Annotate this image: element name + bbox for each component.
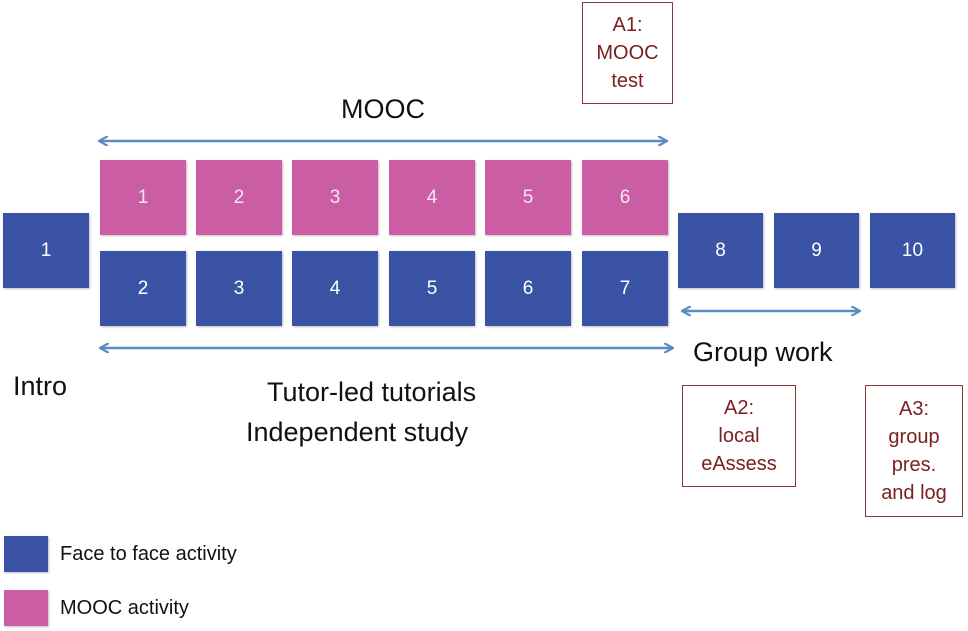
assessment-line: eAssess xyxy=(701,453,777,475)
week-number: 10 xyxy=(901,239,924,261)
week-number: 8 xyxy=(715,239,726,261)
assessment-a3: A3: group pres. and log xyxy=(865,385,963,517)
tutorial-week-box: 6 xyxy=(485,251,571,326)
mooc-week-box: 4 xyxy=(389,160,475,235)
tutorial-week-box: 3 xyxy=(196,251,282,326)
mooc-week-box: 3 xyxy=(292,160,378,235)
assessment-line: MOOC xyxy=(596,42,659,64)
week-number: 6 xyxy=(522,277,534,299)
tutorial-caption-line2: Independent study xyxy=(246,417,469,447)
assessment-line: A2: xyxy=(723,397,755,419)
week-number: 1 xyxy=(40,239,52,261)
assessment-line: and log xyxy=(881,482,947,504)
group-week-box: 8 xyxy=(678,213,763,288)
week-number: 2 xyxy=(137,277,149,299)
group-week-box: 9 xyxy=(774,213,859,288)
mooc-week-box: 6 xyxy=(582,160,668,235)
mooc-title: MOOC xyxy=(341,94,425,124)
group-week-box: 10 xyxy=(870,213,955,288)
legend-swatch-face-to-face xyxy=(4,536,48,572)
intro-week-box: 1 xyxy=(3,213,89,288)
tutorial-week-box: 7 xyxy=(582,251,668,326)
tutorial-week-box: 5 xyxy=(389,251,475,326)
assessment-line: test xyxy=(611,70,644,92)
assessment-a1: A1: MOOC test xyxy=(582,2,673,104)
assessment-line: local xyxy=(718,425,760,447)
week-number: 5 xyxy=(522,186,534,208)
week-number: 9 xyxy=(811,239,822,261)
legend-label-face-to-face: Face to face activity xyxy=(60,543,237,565)
week-number: 3 xyxy=(329,186,341,208)
mooc-week-box: 2 xyxy=(196,160,282,235)
legend-swatch-mooc xyxy=(4,590,48,626)
week-number: 6 xyxy=(619,186,631,208)
tutorial-week-box: 2 xyxy=(100,251,186,326)
mooc-week-box: 5 xyxy=(485,160,571,235)
assessment-a2: A2: local eAssess xyxy=(682,385,796,487)
tutorial-caption-line1: Tutor-led tutorials xyxy=(267,377,477,407)
week-number: 2 xyxy=(233,186,245,208)
week-number: 4 xyxy=(426,186,438,208)
mooc-week-box: 1 xyxy=(100,160,186,235)
assessment-line: A1: xyxy=(612,14,643,36)
week-number: 1 xyxy=(137,186,149,208)
week-number: 7 xyxy=(619,277,631,299)
assessment-line: group xyxy=(888,426,940,448)
week-number: 4 xyxy=(329,277,341,299)
assessment-line: pres. xyxy=(891,454,937,476)
tutorial-week-box: 4 xyxy=(292,251,378,326)
week-number: 3 xyxy=(233,277,245,299)
intro-caption: Intro xyxy=(13,371,68,401)
legend-label-mooc: MOOC activity xyxy=(60,597,189,619)
assessment-line: A3: xyxy=(898,398,930,420)
group-work-caption: Group work xyxy=(693,337,833,367)
week-number: 5 xyxy=(426,277,438,299)
